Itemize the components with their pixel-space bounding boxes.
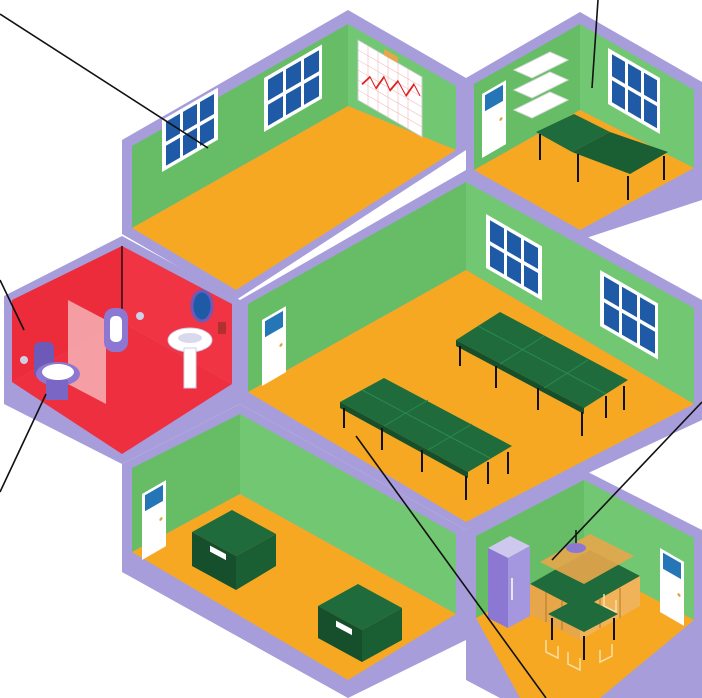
window — [608, 48, 660, 135]
lamp — [566, 530, 586, 553]
desk — [318, 584, 402, 662]
desk-cluster — [456, 312, 628, 436]
window — [264, 44, 322, 132]
room-restroom — [4, 236, 240, 464]
floor — [474, 110, 694, 230]
room-meeting — [466, 12, 702, 240]
dining-table — [548, 596, 618, 660]
door — [142, 480, 166, 560]
floor — [132, 106, 456, 290]
floor — [248, 270, 694, 522]
desk-cluster — [340, 378, 512, 500]
toilet — [34, 342, 80, 400]
whiteboard-chart — [357, 39, 423, 138]
callout-line-restroom-wall — [0, 279, 25, 331]
back-wall-right — [240, 414, 456, 614]
door — [660, 548, 684, 626]
desk — [192, 510, 276, 590]
room-kitchen — [466, 470, 702, 698]
sink — [167, 327, 213, 389]
towel — [218, 322, 226, 334]
window — [162, 87, 218, 172]
urinal — [104, 308, 128, 352]
callout-line-meeting-room — [591, 0, 599, 89]
callout-line-desk — [355, 435, 547, 698]
refrigerator — [488, 536, 530, 628]
mirror — [190, 289, 214, 323]
floor — [12, 322, 232, 454]
room-private-offices — [122, 404, 466, 698]
paper-holder — [20, 356, 28, 364]
callout-line-kitchen — [551, 401, 702, 561]
shelves — [512, 51, 570, 119]
window — [600, 270, 658, 360]
l-shaped-desk — [536, 114, 668, 200]
paper-holder — [136, 312, 144, 320]
back-wall-left — [248, 182, 466, 392]
door — [262, 306, 286, 386]
chairs — [545, 594, 617, 672]
room-workspace — [240, 170, 702, 530]
callout-line-open-office — [0, 13, 209, 149]
window — [486, 214, 542, 301]
callout-line-toilet — [0, 393, 47, 493]
room-open-office — [122, 10, 466, 300]
door — [482, 80, 506, 158]
